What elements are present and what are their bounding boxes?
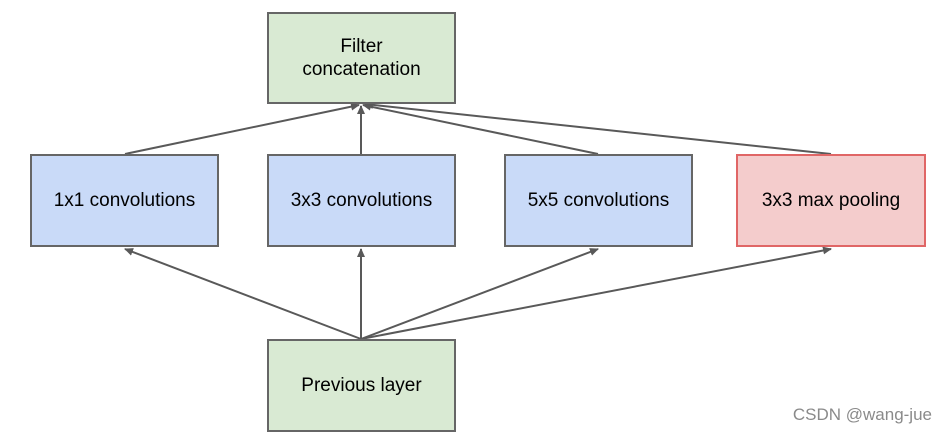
watermark-text: CSDN @wang-jue [792, 405, 932, 424]
edge-previous-to-conv5x5 [360, 248, 599, 340]
edge-previous-to-maxpool [360, 246, 832, 340]
conv3x3-label: 3x3 convolutions [290, 190, 433, 211]
conv1x1-label: 1x1 convolutions [53, 190, 196, 211]
previous-layer-node: Previous layer [267, 339, 456, 432]
maxpool-label: 3x3 max pooling [761, 190, 901, 211]
edge-maxpool-to-filter [364, 100, 832, 155]
maxpool-node: 3x3 max pooling [736, 154, 926, 247]
conv1x1-node: 1x1 convolutions [30, 154, 219, 247]
filter-concatenation-label-line2: concatenation [302, 59, 421, 80]
filter-concatenation-node: Filter concatenation [267, 12, 456, 104]
conv5x5-node: 5x5 convolutions [504, 154, 693, 247]
previous-layer-label: Previous layer [301, 375, 422, 396]
edge-conv1x1-to-filter [124, 102, 360, 155]
edge-previous-to-conv1x1 [124, 248, 362, 340]
conv5x5-label: 5x5 convolutions [527, 190, 670, 211]
conv3x3-node: 3x3 convolutions [267, 154, 456, 247]
filter-concatenation-label-line1: Filter [340, 36, 383, 57]
edge-conv5x5-to-filter [362, 102, 599, 155]
